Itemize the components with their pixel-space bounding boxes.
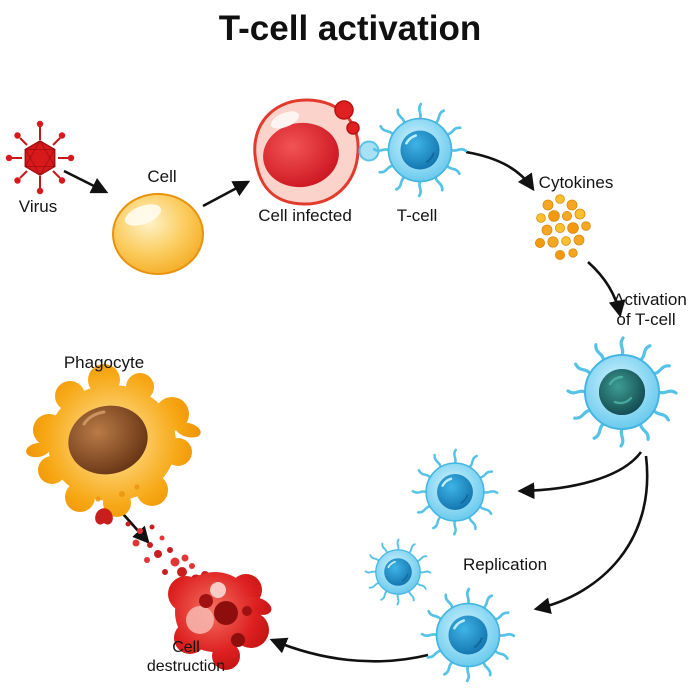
phagocyte-label: Phagocyte [64,353,144,372]
virus-label: Virus [19,197,57,216]
destruction-label-line1: Cell [172,639,200,656]
arrow-activation-to-replication-1 [517,451,643,500]
activated-t-cell-icon [568,338,676,446]
arrow-replication-to-destruction [269,637,429,663]
destruction-label-line2: destruction [147,658,225,675]
t-cell-label: T-cell [397,206,438,225]
arrow-cytokines-to-activation [587,261,626,318]
cell-label: Cell [147,167,176,186]
cytokines-label: Cytokines [539,173,614,192]
phagocyte-icon [26,364,201,525]
virus-icon [5,120,75,195]
arrow-virus-to-cell [63,169,109,194]
infected-cell-icon [253,98,380,206]
t-cell-icon [374,104,466,196]
cytokines-icon [535,194,591,260]
replication-label: Replication [463,555,547,574]
page-title: T-cell activation [219,9,482,48]
flow-arrows [63,150,649,663]
activation-label-line1: Activation [613,290,687,309]
infected-cell-label: Cell infected [258,206,352,225]
arrow-cell-to-infected [202,180,251,208]
cell-icon [112,193,204,275]
activation-label-line2: of T-cell [616,310,675,329]
cell-destruction-icon [168,572,272,670]
arrow-activation-to-replication-2 [533,455,649,615]
arrow-tcell-to-cytokines [465,150,535,192]
